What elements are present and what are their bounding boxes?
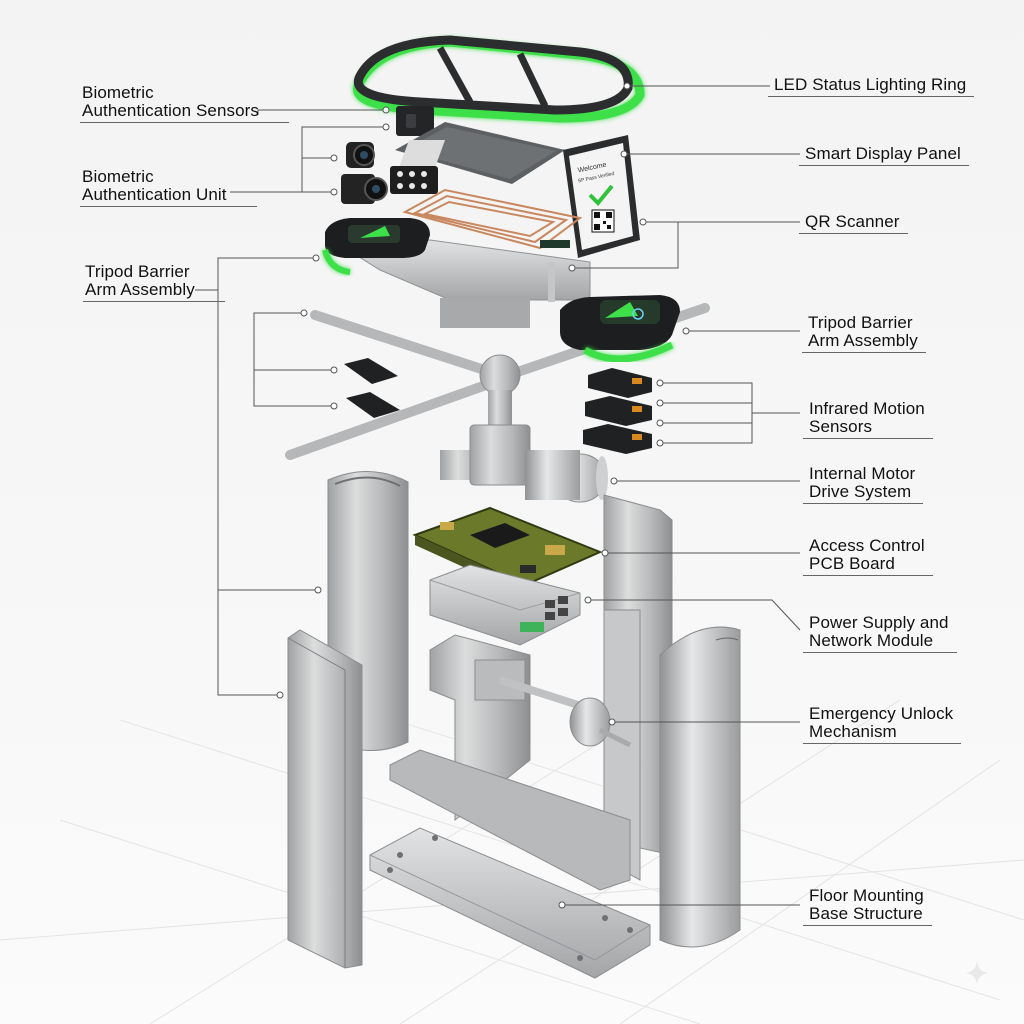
checkmark-icon bbox=[588, 184, 614, 206]
power-network-module bbox=[429, 564, 581, 646]
smart-display-panel: Welcome SP Pass Verified bbox=[563, 135, 640, 258]
ir-led-array bbox=[390, 166, 438, 194]
inner-frame bbox=[389, 749, 631, 891]
label-display-panel: Smart Display Panel bbox=[799, 145, 969, 166]
label-qr-scanner: QR Scanner bbox=[799, 213, 908, 234]
left-sensors bbox=[344, 358, 400, 418]
rfid-coil bbox=[402, 188, 583, 250]
biometric-sensor-module bbox=[396, 106, 434, 136]
leader-lines-left bbox=[195, 106, 390, 699]
top-housing bbox=[322, 218, 591, 328]
right-reader-pad bbox=[560, 295, 680, 363]
floor-base-plate bbox=[369, 827, 651, 979]
infrared-sensors bbox=[583, 368, 652, 454]
label-led-ring: LED Status Lighting Ring bbox=[768, 76, 975, 97]
right-cylinder-panel bbox=[659, 626, 741, 948]
leader-lines-right bbox=[558, 82, 801, 909]
qr-display-plate bbox=[395, 122, 565, 184]
front-left-panel bbox=[287, 629, 363, 969]
sparkle-icon bbox=[965, 961, 989, 985]
qr-code-icon bbox=[591, 209, 615, 233]
biometric-camera-2 bbox=[341, 174, 388, 204]
motor-drive bbox=[440, 424, 608, 503]
biometric-camera-1 bbox=[346, 142, 375, 168]
